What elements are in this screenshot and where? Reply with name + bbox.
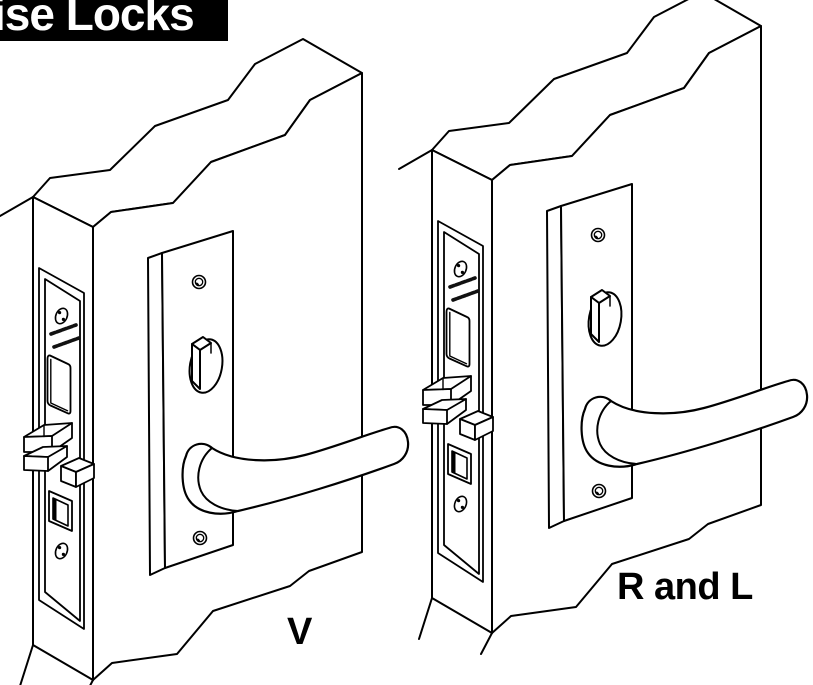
label-function-v: V: [287, 611, 313, 653]
lock-r-and-l-illustration: [397, 0, 809, 656]
lock-v-illustration: [0, 37, 410, 685]
label-function-r-and-l: R and L: [617, 566, 753, 608]
banner-title: ise Locks: [0, 0, 195, 40]
section-banner: ise Locks: [0, 0, 228, 41]
